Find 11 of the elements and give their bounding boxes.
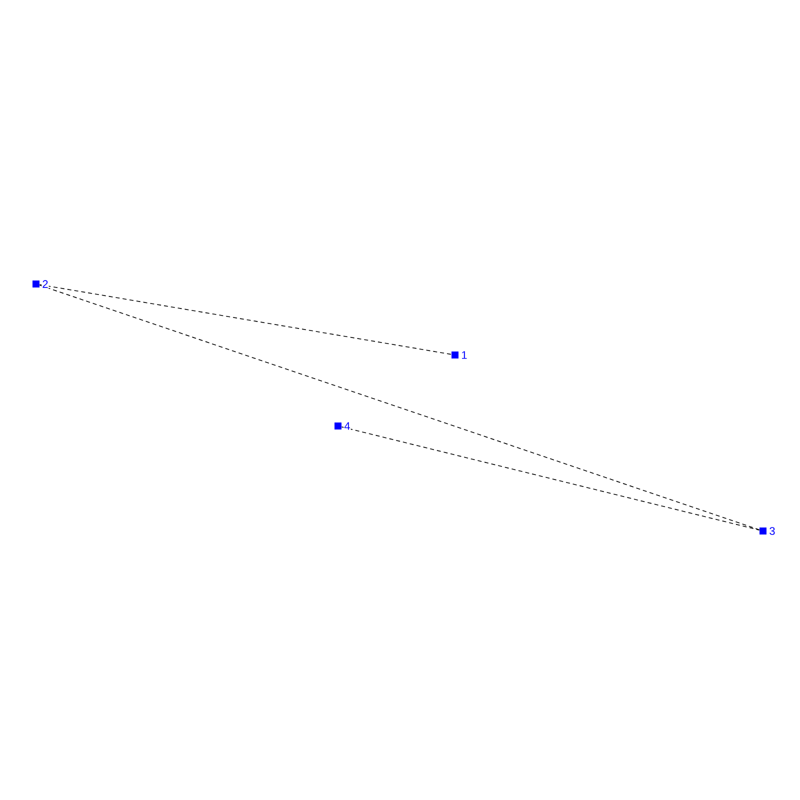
connector-line (341, 426, 760, 530)
square-marker (760, 528, 766, 534)
connector-line (39, 284, 452, 355)
point-label: 3 (768, 526, 776, 536)
point-label: 4 (344, 422, 351, 430)
point-label: 1 (460, 350, 468, 360)
square-marker (334, 422, 342, 430)
point-label: 2 (42, 280, 49, 288)
square-marker (452, 352, 458, 358)
connector-line (39, 284, 760, 530)
square-marker (32, 280, 40, 288)
